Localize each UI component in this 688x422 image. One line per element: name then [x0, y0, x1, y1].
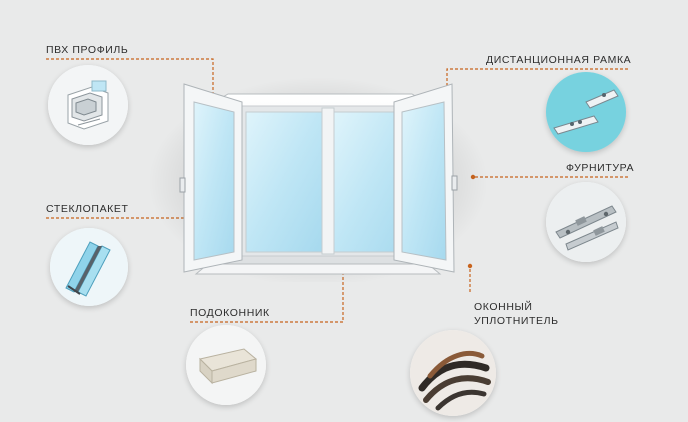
- label-double-glazing: СТЕКЛОПАКЕТ: [46, 203, 129, 215]
- left-open-sash: [179, 83, 243, 273]
- pvc-profile-icon: [48, 65, 128, 145]
- rubber-seal-icon: [410, 330, 496, 416]
- window-illustration: [150, 77, 486, 282]
- right-open-sash: [393, 83, 458, 273]
- spacer-frame-icon: [546, 72, 626, 152]
- label-window-seal-line1: ОКОННЫЙ: [474, 301, 533, 313]
- label-spacer-frame: ДИСТАНЦИОННАЯ РАМКА: [486, 54, 632, 66]
- window-sill-board-icon: [186, 325, 266, 405]
- label-window-seal-line2: УПЛОТНИТЕЛЬ: [474, 315, 559, 327]
- label-window-sill: ПОДОКОННИК: [190, 307, 270, 319]
- label-window-seal: ОКОННЫЙ УПЛОТНИТЕЛЬ: [474, 300, 559, 328]
- window-sill: [194, 263, 442, 275]
- center-mullion: [321, 107, 335, 255]
- leader-line-spacer-frame: [446, 68, 628, 104]
- leader-line-pvc-profile: [46, 58, 214, 100]
- leader-line-window-sill: [190, 272, 344, 323]
- glass-pane-left: [245, 111, 323, 253]
- label-hardware: ФУРНИТУРА: [566, 162, 635, 174]
- hardware-fittings-icon: [546, 182, 626, 262]
- label-pvc-profile: ПВХ ПРОФИЛЬ: [46, 44, 129, 56]
- leader-dot-seal: [467, 263, 473, 269]
- glass-unit-icon: [50, 228, 128, 306]
